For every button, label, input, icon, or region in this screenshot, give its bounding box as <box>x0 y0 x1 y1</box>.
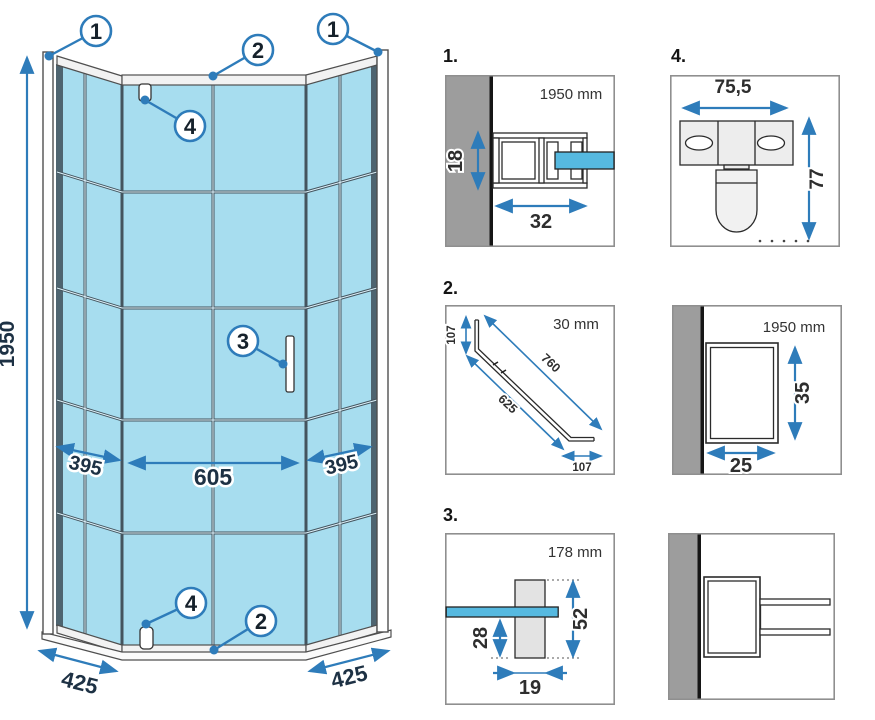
callout-4-bottom: 4 <box>185 591 198 616</box>
glass-grid <box>56 73 378 645</box>
panel4-width-label: 75,5 <box>715 77 752 98</box>
channel-drawing <box>703 576 831 658</box>
detail-panel-1-wall-profile: 1950 mm 18 32 <box>445 75 615 247</box>
panel-3-label: 3. <box>443 505 459 525</box>
detail-panel-wall-channel <box>668 533 835 700</box>
profile-drawing <box>705 342 779 444</box>
detail-panel-3-handle: 178 mm 52 28 19 <box>445 533 615 705</box>
panel-1-label: 1. <box>443 46 459 66</box>
detail-panel-wall-profile-front: 1950 mm 35 25 <box>672 305 842 475</box>
handle-drawing <box>445 579 581 659</box>
dim-front-center-label: 605 <box>194 464 233 490</box>
wall-section <box>669 534 698 699</box>
callout-1-left: 1 <box>90 19 102 44</box>
panel-2-label: 2. <box>443 278 459 298</box>
callout-2-bottom: 2 <box>255 609 267 634</box>
panel1-depth-label: 18 <box>445 150 467 172</box>
dim-side-left-label: 425 <box>59 666 101 699</box>
panel2-thickness-label: 30 mm <box>553 316 599 333</box>
panel3-offset-label: 28 <box>470 627 492 649</box>
callout-3-handle: 3 <box>237 329 249 354</box>
detail-panel-4-hinge: 75,5 77 <box>670 75 840 247</box>
panel5-length-label: 1950 mm <box>763 319 826 336</box>
hinge-bottom <box>139 626 154 650</box>
panel2-flange-top-label: 107 <box>446 325 458 344</box>
glass-edge <box>554 151 615 170</box>
glass-edge <box>445 606 559 618</box>
panel1-length-label: 1950 mm <box>540 86 603 103</box>
panel3-length-label: 178 mm <box>548 544 602 561</box>
dotted-baseline <box>758 239 810 243</box>
shower-enclosure-elevation: 1950 395 605 395 425 425 1 2 1 <box>0 12 392 702</box>
wall-section <box>673 306 701 474</box>
hinge-drawing <box>679 120 794 233</box>
panel1-width-label: 32 <box>530 211 552 233</box>
wall-profile-drawing <box>492 132 615 189</box>
callouts: 1 2 1 4 3 4 2 <box>44 12 383 655</box>
panel3-height-label: 52 <box>570 608 592 630</box>
callout-4-top: 4 <box>184 114 197 139</box>
panel3-width-label: 19 <box>519 677 541 699</box>
panel-4-label: 4. <box>671 46 687 66</box>
callout-2-top: 2 <box>252 38 264 63</box>
panel2-flange-bottom-label: 107 <box>572 462 591 474</box>
panel4-height-label: 77 <box>807 168 828 189</box>
panel5-height-label: 35 <box>792 382 814 404</box>
detail-panel-2-rail: 30 mm 107 760 625 107 <box>445 305 615 475</box>
panel5-width-label: 25 <box>730 455 752 475</box>
glass-panels <box>56 64 378 645</box>
dim-height-label: 1950 <box>0 321 19 368</box>
callout-1-right: 1 <box>327 17 339 42</box>
